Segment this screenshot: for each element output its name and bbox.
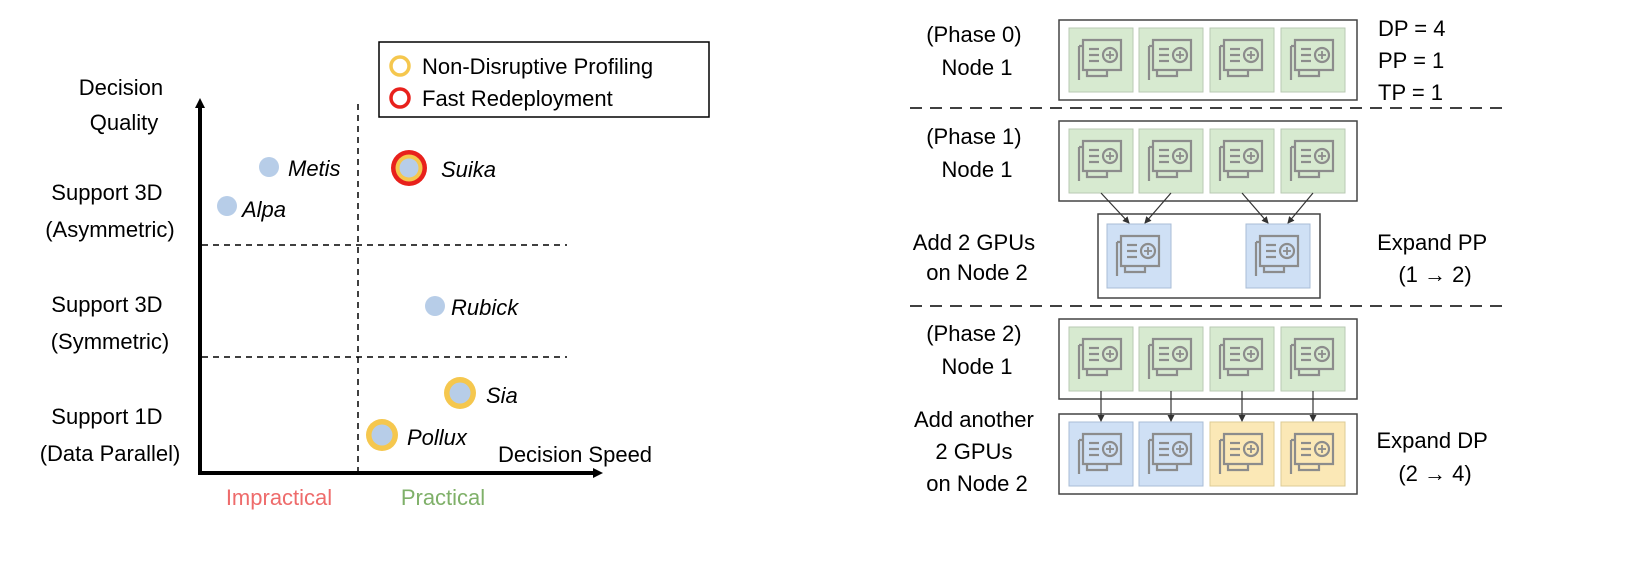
phase2-gpu-1: [1068, 326, 1134, 392]
phase1-gpu-4: [1280, 128, 1346, 194]
y-axis-title: Decision Quality: [79, 75, 170, 135]
phase0-label: (Phase 0) Node 1: [926, 22, 1028, 80]
phase2-add-label: Add another 2 GPUs on Node 2: [914, 407, 1040, 496]
legend-yellow-ring: [389, 55, 411, 77]
phase0-gpu-3: [1209, 27, 1275, 93]
phase0-gpu-4: [1280, 27, 1346, 93]
right-panel: (Phase 0) Node 1 DP = 4 PP = 1 TP = 1 (P…: [910, 16, 1505, 496]
phase1-label: (Phase 1) Node 1: [926, 124, 1028, 182]
pollux-label: Pollux: [407, 425, 468, 450]
config-label: DP = 4 PP = 1 TP = 1: [1378, 16, 1452, 105]
practical-label: Practical: [401, 485, 485, 510]
alpa-point: [217, 196, 237, 216]
phase1-node2-gpu-2: [1245, 223, 1311, 289]
sia-point: [449, 382, 471, 404]
row-label-symmetric: Support 3D (Symmetric): [51, 292, 170, 354]
left-panel: Decision Quality Decision Speed Support …: [40, 41, 710, 510]
suika-point: [399, 158, 419, 178]
pp-arrow-3: [1241, 192, 1269, 224]
metis-point: [259, 157, 279, 177]
phase1-node2-gpu-1: [1106, 223, 1172, 289]
phase2-node2-gpu-4: [1280, 421, 1346, 487]
phase2-label: (Phase 2) Node 1: [926, 321, 1028, 379]
alpa-label: Alpa: [240, 197, 286, 222]
phase2-node2-gpu-1: [1068, 421, 1134, 487]
phase2-gpu-4: [1280, 326, 1346, 392]
pollux-point: [371, 424, 393, 446]
phase1-gpu-2: [1138, 128, 1204, 194]
sia-marker: [444, 377, 476, 409]
phase1-expand-label: Expand PP (1 → 2): [1377, 230, 1493, 287]
phase2-gpu-2: [1138, 326, 1204, 392]
sia-label: Sia: [486, 383, 518, 408]
metis-label: Metis: [288, 156, 341, 181]
legend-red-ring: [389, 87, 411, 109]
legend-fast-redeploy-label: Fast Redeployment: [422, 86, 613, 111]
phase2-expand-label: Expand DP (2 → 4): [1376, 428, 1493, 486]
rubick-point: [425, 296, 445, 316]
phase0-gpu-2: [1138, 27, 1204, 93]
x-axis-title: Decision Speed: [498, 442, 652, 467]
phase2-node2-gpu-3: [1209, 421, 1275, 487]
legend-box: [378, 41, 710, 118]
pp-arrow-1: [1100, 192, 1130, 224]
phase1-add-label: Add 2 GPUs on Node 2: [913, 230, 1041, 285]
suika-marker: [391, 150, 427, 186]
phase0-gpu-1: [1068, 27, 1134, 93]
phase1-gpu-1: [1068, 128, 1134, 194]
row-label-data-parallel: Support 1D (Data Parallel): [40, 404, 181, 466]
suika-label: Suika: [441, 157, 496, 182]
pp-arrow-2: [1144, 192, 1172, 224]
impractical-label: Impractical: [226, 485, 332, 510]
phase2-node2-gpu-2: [1138, 421, 1204, 487]
legend-non-disruptive-label: Non-Disruptive Profiling: [422, 54, 653, 79]
phase1-gpu-3: [1209, 128, 1275, 194]
pp-arrow-4: [1287, 192, 1314, 224]
rubick-label: Rubick: [451, 295, 519, 320]
row-label-asymmetric: Support 3D (Asymmetric): [45, 180, 175, 242]
pollux-marker: [366, 419, 398, 451]
phase2-gpu-3: [1209, 326, 1275, 392]
